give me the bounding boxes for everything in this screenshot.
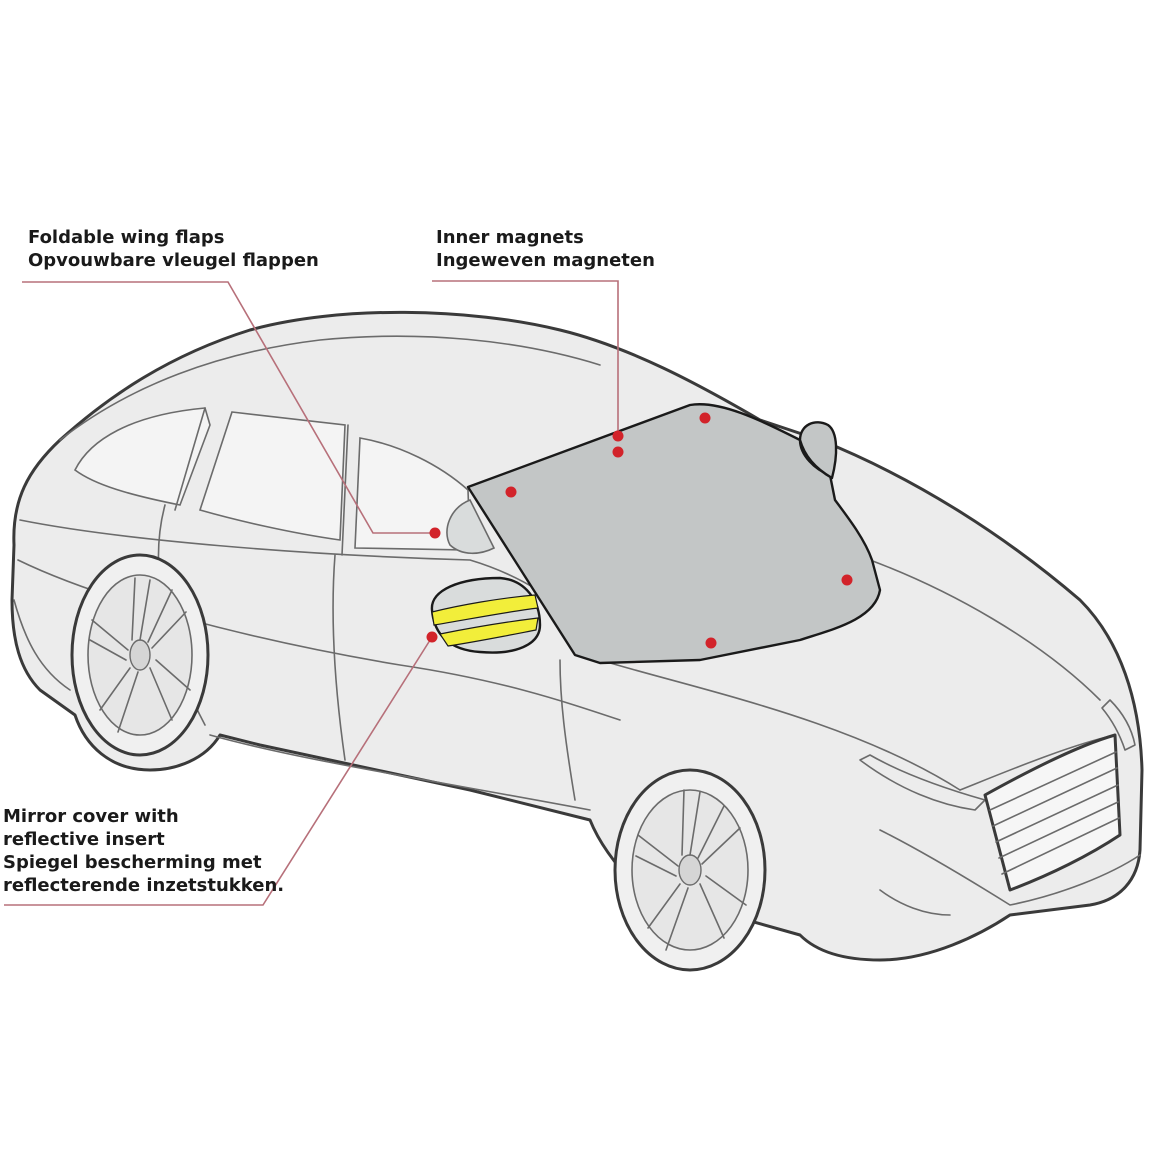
rear-bumper: [13, 599, 71, 691]
callout-wing-flaps-line-1: Foldable wing flaps: [28, 227, 225, 248]
pillar-b: [341, 424, 349, 556]
wing-flap: [446, 498, 496, 555]
leader-wing-flaps: [22, 281, 434, 534]
reflective-stripe-lower: [439, 617, 539, 647]
headlight-right: [1101, 699, 1136, 751]
front-fender-cut: [559, 659, 576, 801]
callout-mirror-line-2: reflective insert: [3, 829, 165, 850]
windshield-cover-panel: [466, 403, 882, 665]
marker-dot-wing-flap: [429, 527, 441, 539]
reflective-stripe-upper: [431, 594, 539, 626]
leader-magnets: [432, 280, 619, 436]
magnet-dot-6: [705, 637, 717, 649]
pillar-c: [174, 407, 206, 511]
mirror-cover: [430, 576, 542, 654]
front-bumper: [879, 829, 1141, 906]
callout-wing-flaps-line-2: Opvouwbare vleugel flappen: [28, 250, 319, 271]
rear-door-window: [198, 411, 346, 541]
hood-line-right: [869, 559, 1101, 701]
callout-wing-flaps: Foldable wing flaps Opvouwbare vleugel f…: [28, 226, 319, 272]
callout-mirror-line-4: reflecterende inzetstukken.: [3, 875, 285, 896]
magnet-dot-5: [841, 574, 853, 586]
callout-mirror-line-1: Mirror cover with: [3, 806, 179, 827]
side-sill: [209, 734, 591, 811]
rear-wheel: [70, 553, 210, 757]
callout-mirror: Mirror cover with reflective insert Spie…: [3, 805, 284, 897]
marker-dots: [426, 412, 853, 649]
front-wheel: [613, 768, 767, 972]
magnet-dot-1: [612, 430, 624, 442]
callout-magnets: Inner magnets Ingeweven magneten: [436, 226, 655, 272]
marker-dot-mirror: [426, 631, 438, 643]
hood-line-left: [599, 659, 961, 791]
magnet-dot-3: [699, 412, 711, 424]
callout-magnets-line-2: Ingeweven magneten: [436, 250, 655, 271]
roof-edge: [59, 335, 601, 441]
right-wing-flap: [798, 421, 838, 480]
leader-lines: [4, 280, 619, 906]
front-grille: [983, 733, 1122, 892]
windshield-cover: [466, 403, 882, 665]
fog-light: [879, 889, 951, 916]
callout-magnets-line-1: Inner magnets: [436, 227, 584, 248]
front-door-cut: [332, 554, 346, 761]
leader-mirror: [4, 636, 433, 906]
callout-mirror-line-3: Spiegel bescherming met: [3, 852, 262, 873]
magnet-dot-4: [505, 486, 517, 498]
magnet-dot-2: [612, 446, 624, 458]
